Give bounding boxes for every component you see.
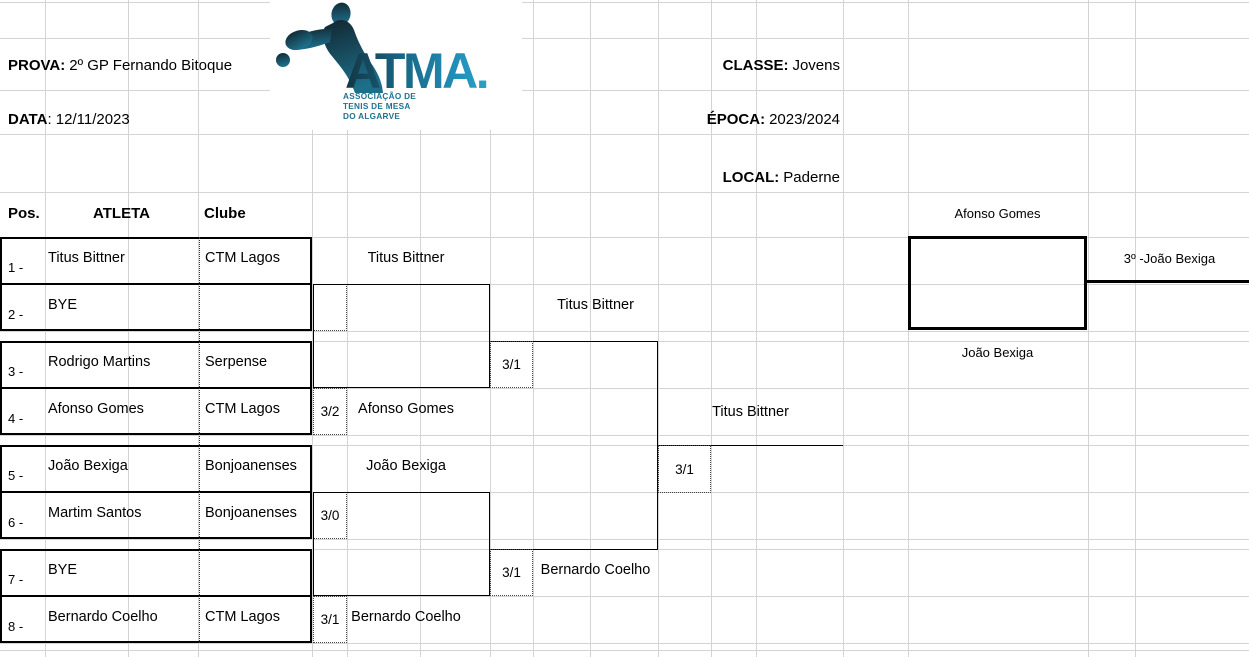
pos-cell-5: 5 - <box>8 468 24 483</box>
final-winner: Titus Bittner <box>712 404 789 420</box>
final-line <box>658 445 843 446</box>
club-cell-8: CTM Lagos <box>205 609 280 625</box>
classe-label: CLASSE: <box>722 57 789 74</box>
athlete-cell-8: Bernardo Coelho <box>48 609 158 625</box>
match-divider <box>0 595 312 597</box>
club-cell-4: CTM Lagos <box>205 401 280 417</box>
round1-score-cell-4: 3/1 <box>313 596 347 643</box>
match-divider <box>0 491 312 493</box>
athlete-cell-3: Rodrigo Martins <box>48 354 151 370</box>
classe-value: Jovens <box>792 57 840 74</box>
atma-wordmark: ATMA. <box>345 43 487 99</box>
match-divider <box>0 283 312 285</box>
pos-cell-1: 1 - <box>8 260 24 275</box>
club-cell-5: Bonjoanenses <box>205 458 297 474</box>
semifinal1-line <box>490 341 658 342</box>
final-connector-line <box>657 341 658 550</box>
round1-winner-3: João Bexiga <box>366 458 446 474</box>
clube-column-header: Clube <box>204 205 246 222</box>
round1-winner-1: Titus Bittner <box>367 250 445 266</box>
athlete-cell-4: Afonso Gomes <box>48 401 144 417</box>
atma-logo: ATMA. ASSOCIAÇÃO DE TENIS DE MESA DO ALG… <box>270 0 522 130</box>
club-cell-1: CTM Lagos <box>205 250 280 266</box>
semifinal-score-cell-1: 3/1 <box>490 341 533 388</box>
round1-winner-2: Afonso Gomes <box>358 401 454 417</box>
pos-cell-4: 4 - <box>8 411 24 426</box>
local-field: LOCAL:Paderne <box>540 169 840 186</box>
pos-column-header: Pos. <box>8 205 40 222</box>
table-tennis-player-icon <box>276 2 383 93</box>
round1-winner-4: Bernardo Coelho <box>351 609 461 625</box>
epoca-label: ÉPOCA: <box>706 111 766 128</box>
athlete-cell-6: Martim Santos <box>48 505 142 521</box>
third-place-line <box>1087 280 1249 283</box>
semifinal-bracket-1 <box>313 284 490 388</box>
data-value: : 12/11/2023 <box>47 111 130 128</box>
third-place-top-player: Afonso Gomes <box>954 206 1041 221</box>
semifinal-bracket-2 <box>313 492 490 596</box>
pos-cell-2: 2 - <box>8 307 24 322</box>
semifinal-winner-2: Bernardo Coelho <box>540 562 651 578</box>
semifinal2-line <box>490 549 658 550</box>
match-divider <box>0 387 312 389</box>
club-cell-6: Bonjoanenses <box>205 505 297 521</box>
final-score-cell: 3/1 <box>658 445 711 493</box>
athlete-cell-7: BYE <box>48 562 78 578</box>
pos-cell-7: 7 - <box>8 572 24 587</box>
prova-label: PROVA: <box>8 57 66 74</box>
logo-subtitle-line: DO ALGARVE <box>343 112 400 121</box>
third-place-bracket-box <box>908 236 1087 330</box>
data-field: DATA: 12/11/2023 <box>8 111 130 128</box>
athlete-cell-2: BYE <box>48 297 78 313</box>
prova-field: PROVA:2º GP Fernando Bitoque <box>8 57 232 74</box>
logo-subtitle-line: ASSOCIAÇÃO DE <box>343 91 416 101</box>
semifinal-winner-1: Titus Bittner <box>557 297 634 313</box>
local-label: LOCAL: <box>722 169 780 186</box>
third-place-bottom-player: João Bexiga <box>961 345 1034 360</box>
round1-score-cell-2: 3/2 <box>313 388 347 435</box>
pos-cell-8: 8 - <box>8 619 24 634</box>
club-cell-3: Serpense <box>205 354 268 370</box>
epoca-value: 2023/2024 <box>769 111 840 128</box>
classe-field: CLASSE:Jovens <box>540 57 840 74</box>
third-place-result: 3º -João Bexiga <box>1123 251 1216 266</box>
atleta-clube-divider <box>199 237 200 643</box>
atleta-column-header: ATLETA <box>93 205 150 222</box>
data-label: DATA <box>8 111 48 128</box>
prova-value: 2º GP Fernando Bitoque <box>69 57 233 74</box>
pos-cell-6: 6 - <box>8 515 24 530</box>
epoca-field: ÉPOCA:2023/2024 <box>540 111 840 128</box>
logo-subtitle-line: TENIS DE MESA <box>343 102 411 111</box>
local-value: Paderne <box>783 169 840 186</box>
semifinal-score-cell-2: 3/1 <box>490 549 533 596</box>
athlete-cell-1: Titus Bittner <box>48 250 125 266</box>
pos-cell-3: 3 - <box>8 364 24 379</box>
athlete-cell-5: João Bexiga <box>48 458 128 474</box>
